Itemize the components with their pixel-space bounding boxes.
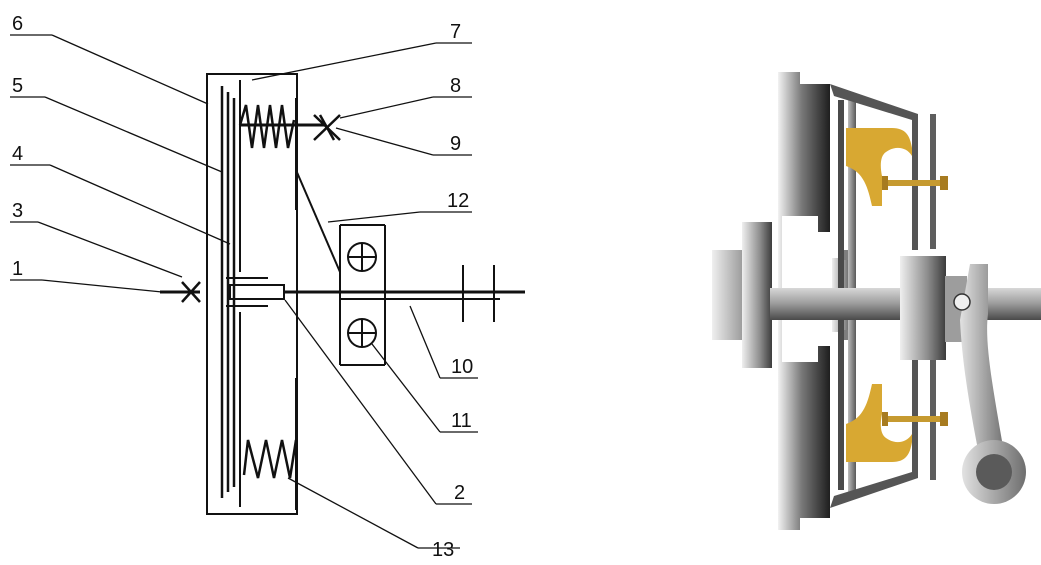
release-lever-bottom: [846, 384, 912, 462]
friction-discs: [220, 86, 236, 498]
pin-nut-bottom: [940, 412, 948, 426]
callout-4: 4: [12, 143, 23, 165]
fork-ball-inner: [976, 454, 1012, 490]
pin-nut-top: [940, 176, 948, 190]
release-bearing: [339, 224, 386, 366]
pilot-bearing-symbol: [181, 281, 201, 303]
lever-pin-bottom: [884, 416, 944, 422]
lower-spring: [242, 439, 298, 479]
callout-1: 1: [12, 258, 23, 280]
callout-10: 10: [451, 356, 473, 378]
callout-5: 5: [12, 75, 23, 97]
release-bearing-block: [900, 256, 946, 360]
callout-labels: 6 5 4 3 1 7 8 9 12 10 11 2 13: [12, 13, 473, 561]
release-fork: [960, 264, 1006, 470]
fork-pivot: [953, 293, 971, 311]
clutch-schematic: [10, 34, 525, 549]
callout-13: 13: [432, 539, 454, 560]
leader-lines: [10, 34, 478, 549]
splined-hub: [229, 284, 285, 300]
callout-6: 6: [12, 13, 23, 35]
flywheel: [778, 72, 830, 530]
release-lever: [295, 169, 341, 273]
callout-9: 9: [450, 133, 461, 155]
callout-12: 12: [447, 190, 469, 212]
lever-pin-top: [884, 180, 944, 186]
pin-head-bottom: [882, 412, 888, 426]
pin-head-top: [882, 176, 888, 190]
callout-2: 2: [454, 482, 465, 504]
callout-7: 7: [450, 21, 461, 43]
crank-boss: [742, 222, 772, 368]
adjust-nut-symbol: [313, 114, 341, 141]
callout-11: 11: [451, 410, 472, 432]
release-lever-top: [846, 128, 912, 206]
clutch-illustration: [712, 72, 1041, 530]
flywheel-outline: [206, 73, 298, 515]
callout-3: 3: [12, 200, 23, 222]
callout-8: 8: [450, 75, 461, 97]
